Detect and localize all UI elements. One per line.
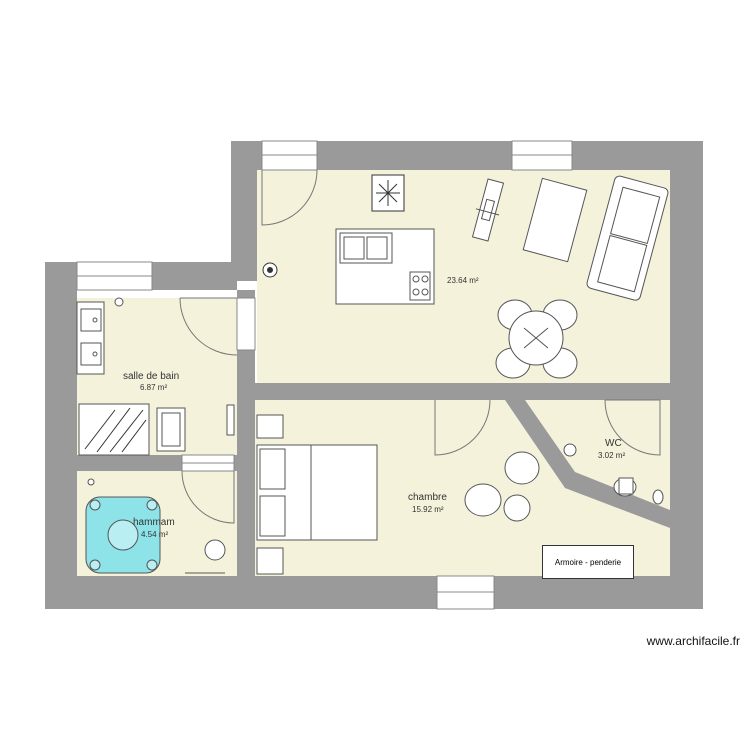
living-furniture <box>471 175 669 379</box>
bedroom-furniture <box>256 414 540 575</box>
sofa <box>586 175 669 301</box>
wardrobe: Armoire - penderie <box>542 545 634 579</box>
windows <box>76 140 573 610</box>
sdb-name: salle de bain <box>123 371 180 382</box>
hammam-fixtures <box>85 478 226 574</box>
wc-fixtures <box>563 443 664 505</box>
hammam-seat <box>185 539 226 574</box>
wc-name: WC <box>605 438 622 449</box>
chambre-area: 15.92 m² <box>412 505 444 514</box>
hammam-name: hammam <box>133 517 175 528</box>
chambre-name: chambre <box>408 492 447 503</box>
door-sejour <box>261 169 318 226</box>
door-chambre <box>434 399 491 456</box>
towel-rail <box>226 404 235 436</box>
sejour-area: 23.64 m² <box>447 276 479 285</box>
watermark: www.archifacile.fr <box>646 634 740 648</box>
kitchen-island <box>335 228 435 305</box>
boiler-icon <box>262 262 278 278</box>
doors <box>179 169 661 524</box>
door-sdb <box>179 297 238 356</box>
nightstand-top <box>256 414 284 439</box>
door-sdb-opening <box>236 297 256 351</box>
wardrobe-label: Armoire - penderie <box>554 557 622 567</box>
hammam-area: 4.54 m² <box>141 530 169 539</box>
door-wc <box>604 399 661 456</box>
bedroom-armchairs <box>464 451 540 522</box>
bathroom-fixtures <box>76 297 235 456</box>
armchair <box>471 178 505 242</box>
dining-table <box>495 299 578 379</box>
freezer-icon <box>371 174 405 212</box>
door-hammam <box>181 470 235 524</box>
wc-area: 3.02 m² <box>598 451 626 460</box>
coffee-table <box>522 177 588 263</box>
nightstand-bottom <box>256 547 284 575</box>
sdb-area: 6.87 m² <box>140 383 168 392</box>
cooktop <box>409 271 431 301</box>
